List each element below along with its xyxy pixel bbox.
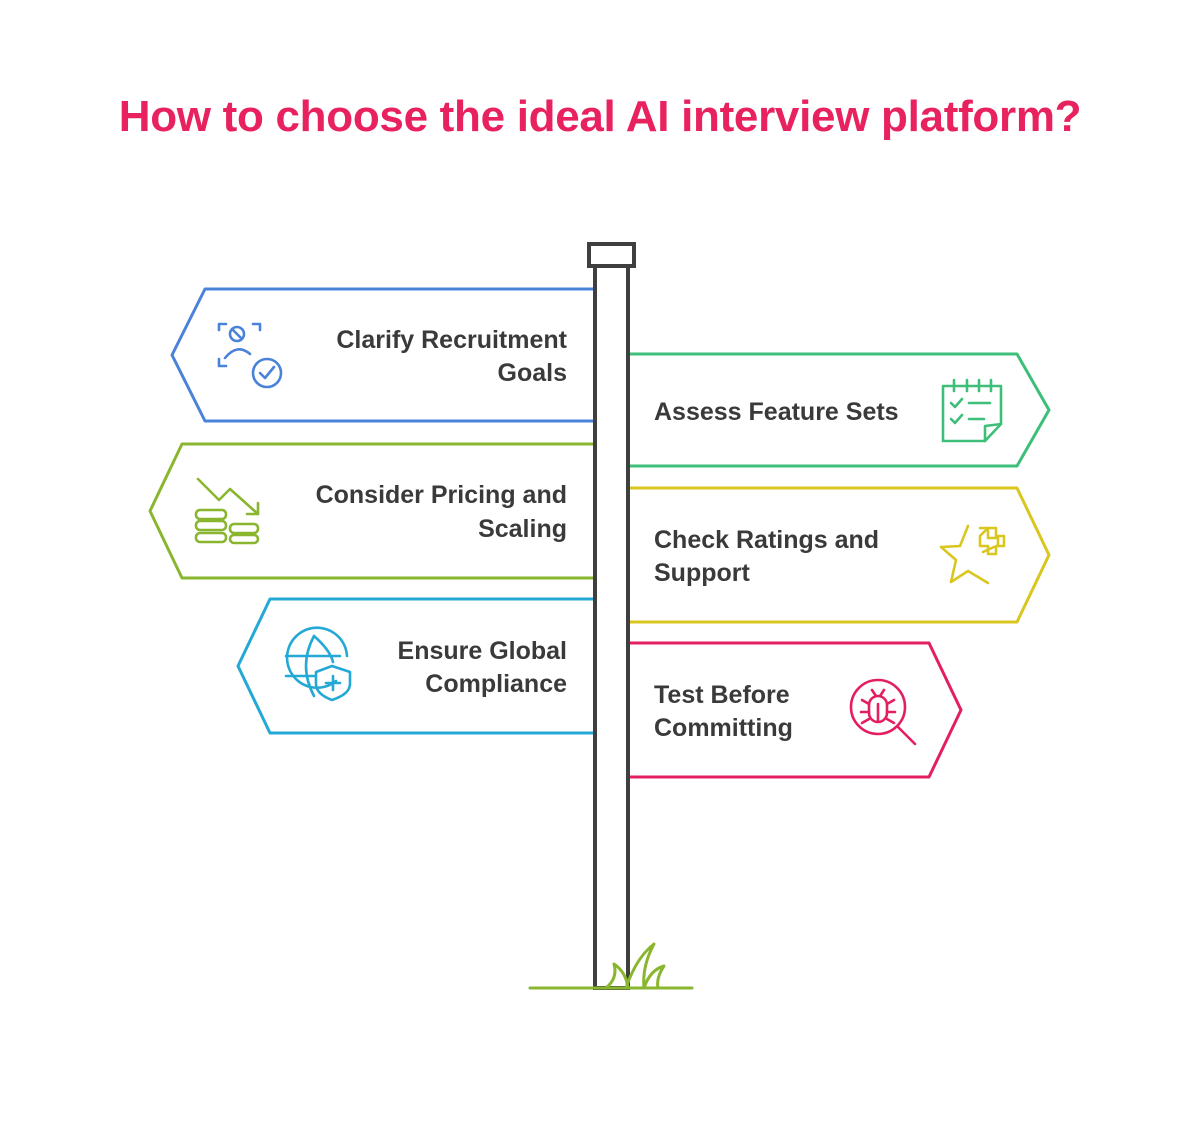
sign-consider-pricing-scaling: Consider Pricing and Scaling: [148, 442, 593, 580]
sign-label-line: Consider Pricing and: [316, 481, 567, 509]
star-plus-icon: [939, 524, 1006, 585]
pole-cap: [587, 242, 636, 268]
sign-label-line: Scaling: [478, 515, 567, 543]
sign-label-line: Ensure Global: [398, 637, 567, 665]
sign-check-ratings-support: Check Ratings and Support: [630, 486, 1051, 624]
sign-label-line: Check Ratings and: [654, 526, 879, 554]
sign-ensure-global-compliance: Ensure Global Compliance: [236, 597, 593, 735]
sign-label-line: Test Before: [654, 681, 790, 709]
sign-assess-feature-sets: Assess Feature Sets: [630, 352, 1051, 468]
sign-label-line: Clarify Recruitment: [336, 326, 567, 354]
sign-label-line: Compliance: [425, 670, 567, 698]
globe-shield-icon: [284, 626, 352, 702]
calendar-checklist-icon: [941, 378, 1003, 443]
coins-trend-down-icon: [194, 477, 260, 545]
diagram-title: How to choose the ideal AI interview pla…: [118, 92, 1082, 141]
sign-label-line: Committing: [654, 714, 793, 742]
sign-label-line: Support: [654, 559, 750, 587]
ground-grass: [528, 942, 694, 990]
sign-test-before-committing: Test Before Committing: [630, 641, 963, 779]
sign-label-line: Assess Feature Sets: [654, 398, 899, 426]
signpost-pole: [587, 242, 636, 990]
sign-clarify-recruitment-goals: Clarify Recruitment Goals: [170, 287, 593, 423]
bug-search-icon: [849, 678, 917, 746]
user-check-icon: [217, 322, 283, 389]
sign-label-line: Goals: [498, 359, 567, 387]
